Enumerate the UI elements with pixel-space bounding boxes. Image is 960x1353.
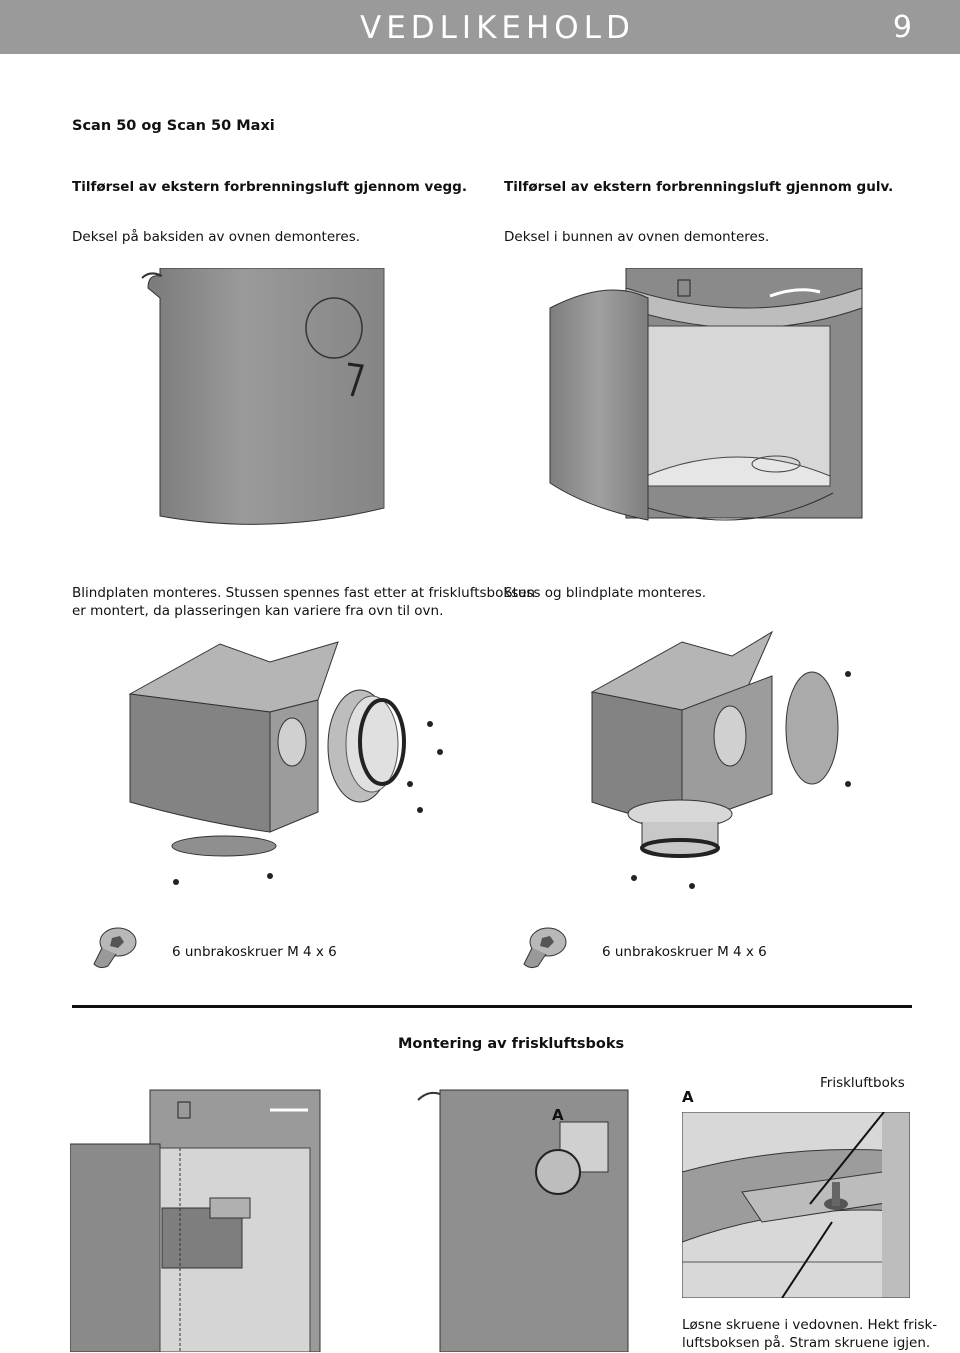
mounting-note-line2: luftsboksen på. Stram skruene igjen. [682, 1335, 931, 1351]
screw-icon [523, 927, 567, 969]
left-screws-label: 6 unbrakoskruer M 4 x 6 [172, 944, 337, 960]
mounting-note-line1: Løsne skruene i vedovnen. Hekt frisk- [682, 1317, 938, 1333]
right-heading: Tilførsel av ekstern forbrenningsluft gj… [504, 179, 894, 195]
mounting-detail-figure [417, 1089, 629, 1352]
stove-rear-figure [141, 268, 385, 525]
detail-label: A [682, 1088, 694, 1106]
marker-a: A [552, 1106, 564, 1124]
friskluft-box-wall-figure [128, 641, 443, 885]
section-divider [72, 1005, 912, 1008]
friskluft-label: Friskluftboks [820, 1075, 905, 1091]
header-title: VEDLIKEHOLD [360, 10, 635, 46]
right-caption: Deksel i bunnen av ovnen demonteres. [504, 229, 770, 245]
left-heading: Tilførsel av ekstern forbrenningsluft gj… [72, 179, 467, 195]
section-title: Scan 50 og Scan 50 Maxi [72, 118, 275, 134]
page-header: VEDLIKEHOLD 9 [0, 0, 960, 54]
right-screws-label: 6 unbrakoskruer M 4 x 6 [602, 944, 767, 960]
mounting-interior-figure [70, 1089, 321, 1352]
detail-a-figure [682, 1112, 910, 1298]
stove-bottom-figure [549, 268, 863, 521]
left-step-line1: Blindplaten monteres. Stussen spennes fa… [72, 585, 536, 601]
page-number: 9 [892, 10, 912, 45]
left-caption: Deksel på baksiden av ovnen demonteres. [72, 229, 361, 245]
right-step: Stuss og blindplate monteres. [504, 585, 707, 601]
mounting-title: Montering av friskluftsboks [398, 1036, 625, 1052]
friskluft-box-floor-figure [590, 630, 851, 889]
screw-icon [93, 927, 137, 969]
left-step-line2: er montert, da plasseringen kan variere … [72, 603, 444, 619]
